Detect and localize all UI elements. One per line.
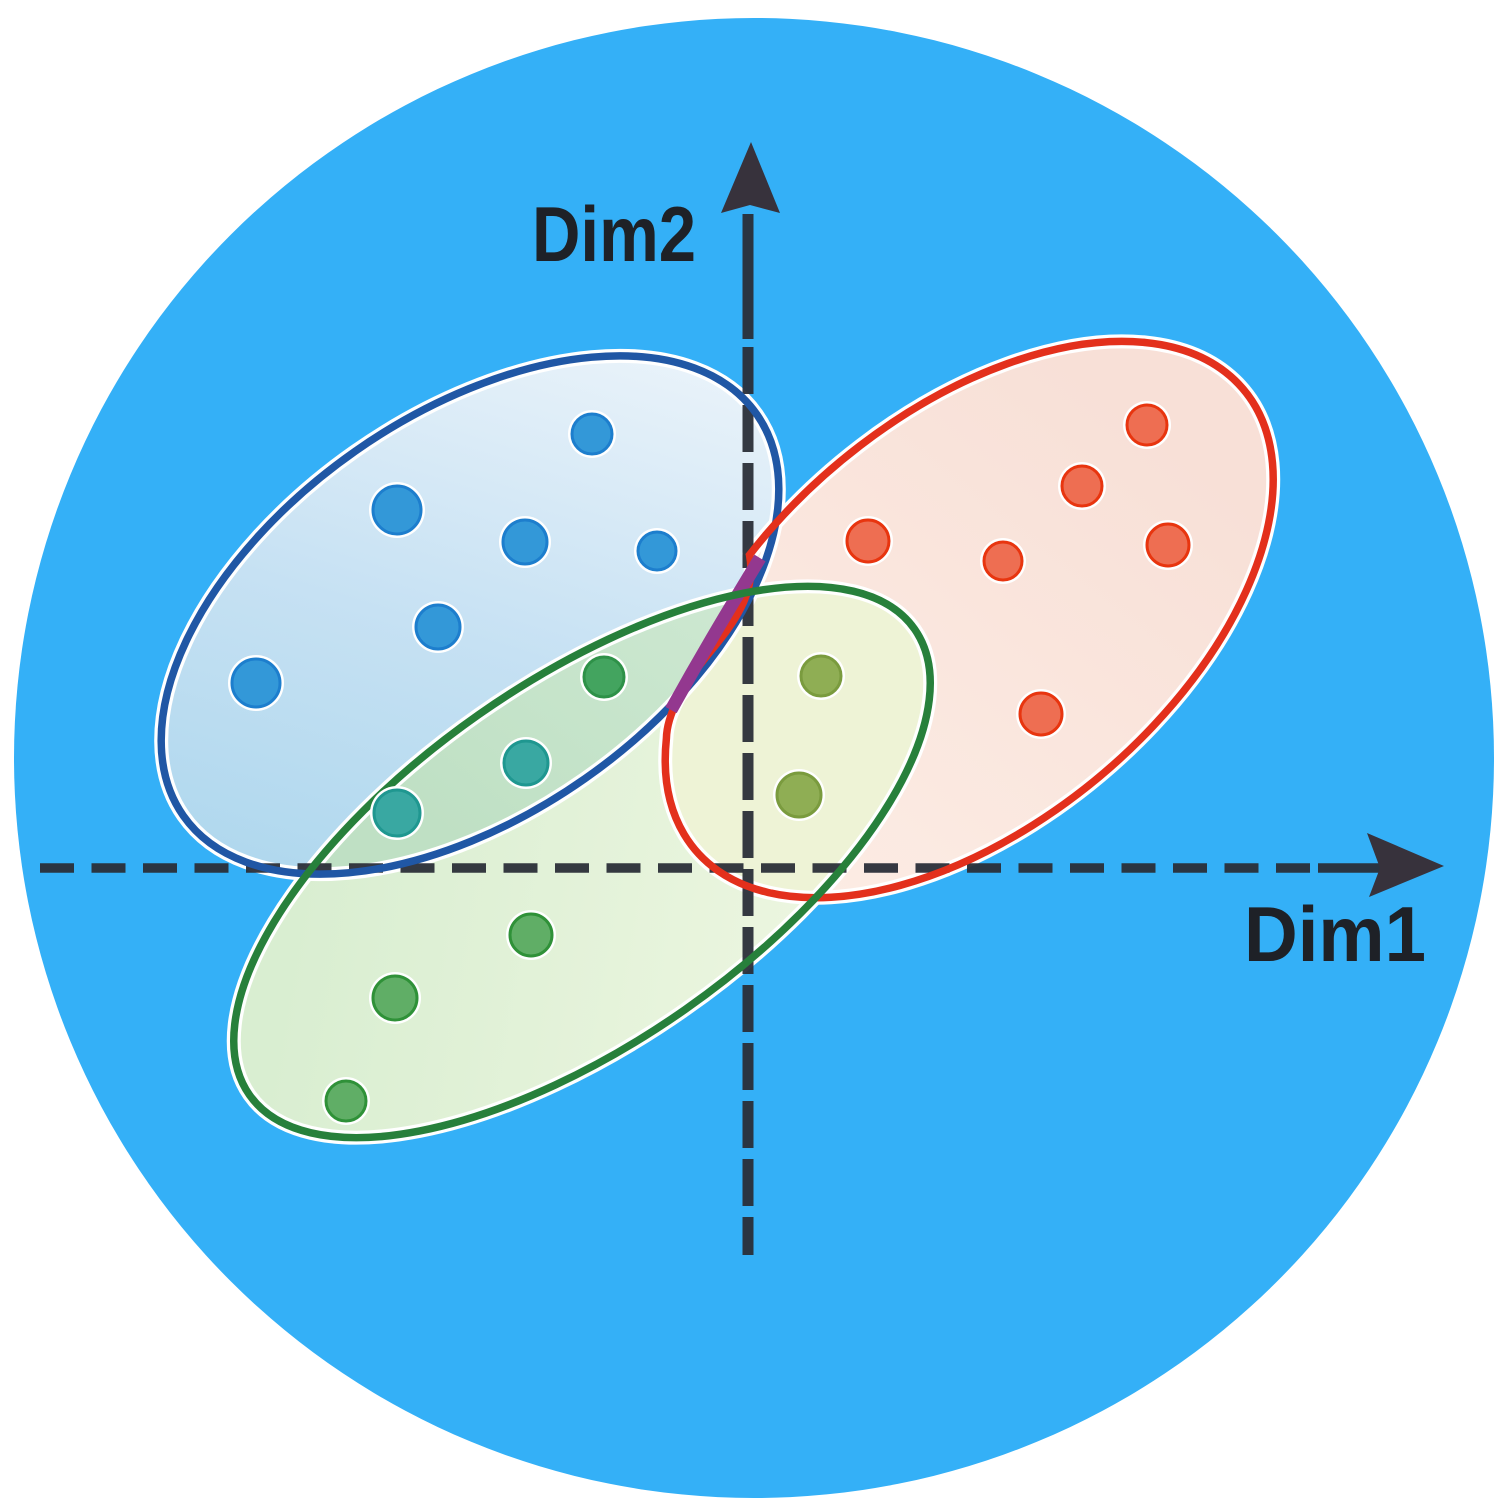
svg-text:Dim2: Dim2 bbox=[532, 190, 696, 278]
svg-text:Dim1: Dim1 bbox=[1244, 890, 1426, 978]
